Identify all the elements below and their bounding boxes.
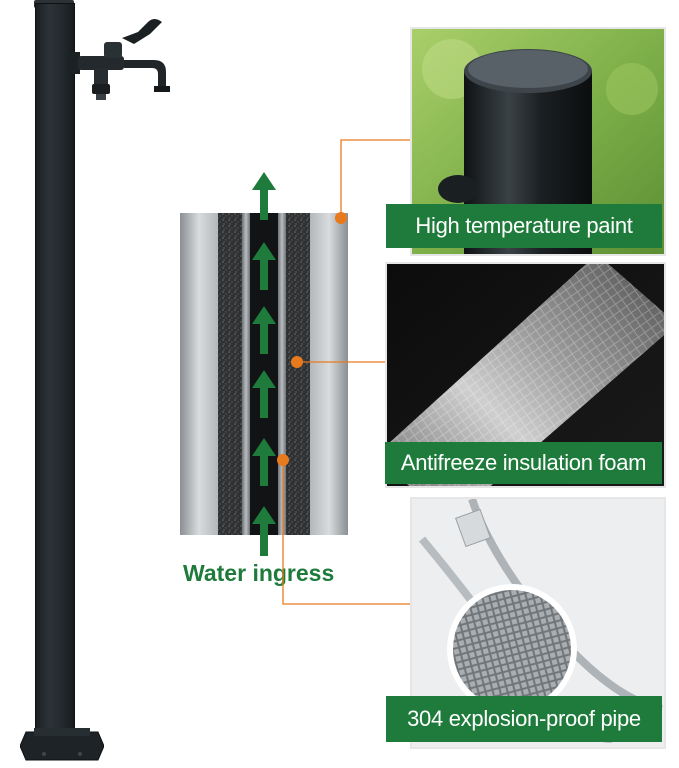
up-arrow-icon [252, 306, 276, 354]
label-pipe: 304 explosion-proof pipe [386, 696, 662, 742]
up-arrow-icon [252, 370, 276, 418]
up-arrow-icon [252, 172, 276, 220]
water-ingress-label: Water ingress [183, 560, 335, 586]
callout-dot-paint [335, 212, 347, 224]
callout-dot-foam [291, 356, 303, 368]
faucet-icon [70, 19, 170, 100]
water-flow-arrows [252, 172, 276, 556]
label-paint: High temperature paint [386, 204, 662, 248]
callout-dot-pipe [277, 454, 289, 466]
up-arrow-icon [252, 438, 276, 486]
up-arrow-icon [252, 242, 276, 290]
standpipe-post [35, 3, 75, 730]
label-foam: Antifreeze insulation foam [385, 442, 662, 484]
post-base [20, 728, 104, 761]
up-arrow-icon [252, 506, 276, 556]
